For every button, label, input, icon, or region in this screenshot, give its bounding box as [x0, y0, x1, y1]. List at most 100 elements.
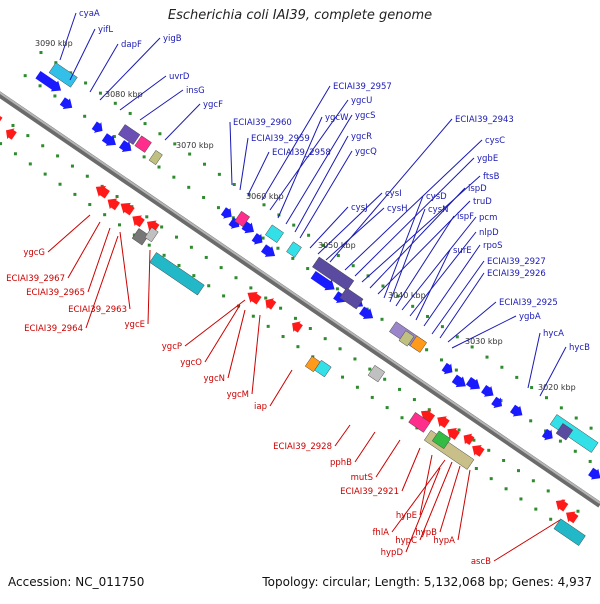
forward-gene-label-leader	[285, 114, 353, 225]
tick-dot	[172, 175, 176, 179]
tick-dot	[335, 287, 339, 291]
tick-dot	[530, 386, 534, 390]
tick-dot	[162, 253, 166, 257]
tick-dot	[118, 223, 122, 227]
tick-dot	[534, 507, 538, 511]
reverse-gene-arrow	[555, 499, 569, 512]
forward-gene-label-leader	[325, 207, 385, 261]
tick-dot	[426, 314, 430, 318]
forward-gene-label: ECIAI39_2943	[455, 115, 514, 125]
reverse-gene-arrow	[437, 416, 450, 429]
reverse-gene-label: mutS	[351, 473, 373, 483]
tick-dot	[188, 152, 192, 156]
tick-dot	[338, 347, 342, 351]
forward-gene-label-leader	[389, 208, 426, 303]
reverse-gene-label-leader	[419, 461, 453, 541]
forward-gene-label-leader	[239, 137, 249, 191]
tick-dot	[98, 91, 102, 95]
ruler-label: 3090 kbp	[35, 39, 73, 48]
gene-feature-block	[553, 518, 586, 546]
backbone-line	[0, 91, 600, 508]
gene-feature-block	[314, 359, 332, 378]
forward-gene-label-leader	[229, 121, 233, 186]
tick-dot	[113, 101, 117, 105]
tick-dot	[173, 142, 177, 146]
tick-dot	[247, 193, 251, 197]
reverse-gene-label: ygcP	[162, 342, 182, 352]
tick-dot	[38, 84, 42, 88]
forward-gene-label: ECIAI39_2958	[272, 148, 331, 158]
tick-dot	[307, 233, 311, 237]
reverse-gene-arrow	[95, 185, 110, 199]
forward-gene-label: yifL	[98, 25, 113, 35]
ruler-label: 3060 kbp	[246, 192, 284, 201]
tick-dot	[85, 174, 89, 178]
forward-gene-label: uvrD	[169, 72, 190, 82]
tick-dot	[306, 267, 310, 271]
reverse-gene-label-leader	[405, 467, 441, 553]
forward-gene-label: ygbE	[477, 154, 498, 164]
forward-gene-label-leader	[423, 244, 481, 327]
reverse-gene-arrow	[5, 128, 17, 140]
reverse-gene-label: pphB	[330, 458, 352, 468]
tick-dot	[251, 314, 255, 318]
tick-dot	[234, 276, 238, 280]
ruler-label: 3070 kbp	[176, 141, 214, 150]
tick-dot	[558, 439, 562, 443]
tick-dot	[70, 164, 74, 168]
reverse-gene-label-leader	[493, 519, 561, 562]
tick-dot	[412, 398, 416, 402]
forward-gene-label: ECIAI39_2925	[499, 298, 558, 308]
tick-dot	[292, 223, 296, 227]
forward-gene-arrow	[451, 374, 466, 388]
tick-dot	[26, 134, 30, 138]
forward-gene-label: cysC	[485, 136, 505, 146]
map-title: Escherichia coli IAI39, complete genome	[167, 8, 433, 23]
tick-dot	[202, 195, 206, 199]
forward-gene-arrow	[35, 70, 62, 92]
tick-dot	[39, 51, 43, 55]
forward-gene-arrow	[251, 233, 263, 245]
ruler-label: 3020 kbp	[538, 383, 576, 392]
tick-dot	[427, 408, 431, 412]
tick-dot	[279, 306, 283, 310]
reverse-gene-arrow	[247, 291, 262, 305]
forward-gene-label: cysI	[385, 189, 402, 199]
tick-dot	[308, 327, 312, 330]
tick-dot	[455, 335, 459, 339]
tick-dot	[370, 395, 374, 399]
tick-dot	[207, 284, 211, 288]
tick-dot	[261, 236, 265, 240]
forward-gene-label: ygcF	[203, 100, 223, 110]
forward-gene-label-leader	[401, 216, 477, 311]
tick-dot	[147, 243, 151, 247]
tick-dot	[23, 74, 27, 78]
tick-dot	[368, 367, 372, 371]
tick-dot	[293, 316, 297, 320]
tick-dot	[439, 358, 443, 362]
forward-gene-label: ECIAI39_2926	[487, 269, 546, 279]
tick-dot	[353, 357, 357, 361]
forward-gene-label-leader	[377, 200, 471, 295]
reverse-gene-label-leader	[204, 304, 241, 363]
forward-gene-arrow	[491, 396, 503, 409]
forward-gene-label-leader	[59, 12, 77, 61]
gene-feature-block	[149, 252, 205, 296]
tick-dot	[515, 375, 519, 379]
reverse-gene-label: ygcE	[125, 320, 145, 330]
reverse-gene-label: hypC	[395, 536, 417, 546]
reverse-gene-arrow	[0, 115, 3, 122]
tick-dot	[143, 122, 147, 126]
ruler-label: 3080 kbp	[105, 90, 143, 99]
gene-feature-block	[312, 256, 355, 291]
reverse-gene-label-leader	[375, 439, 401, 478]
reverse-gene-label-leader	[67, 221, 101, 279]
reverse-gene-label: hypB	[415, 528, 437, 538]
gene-feature-block	[134, 135, 152, 153]
tick-dot	[425, 348, 429, 352]
tick-dot	[11, 123, 15, 127]
tick-dot	[559, 406, 563, 410]
forward-gene-label: ygbA	[519, 312, 541, 322]
forward-gene-label-leader	[539, 346, 567, 397]
